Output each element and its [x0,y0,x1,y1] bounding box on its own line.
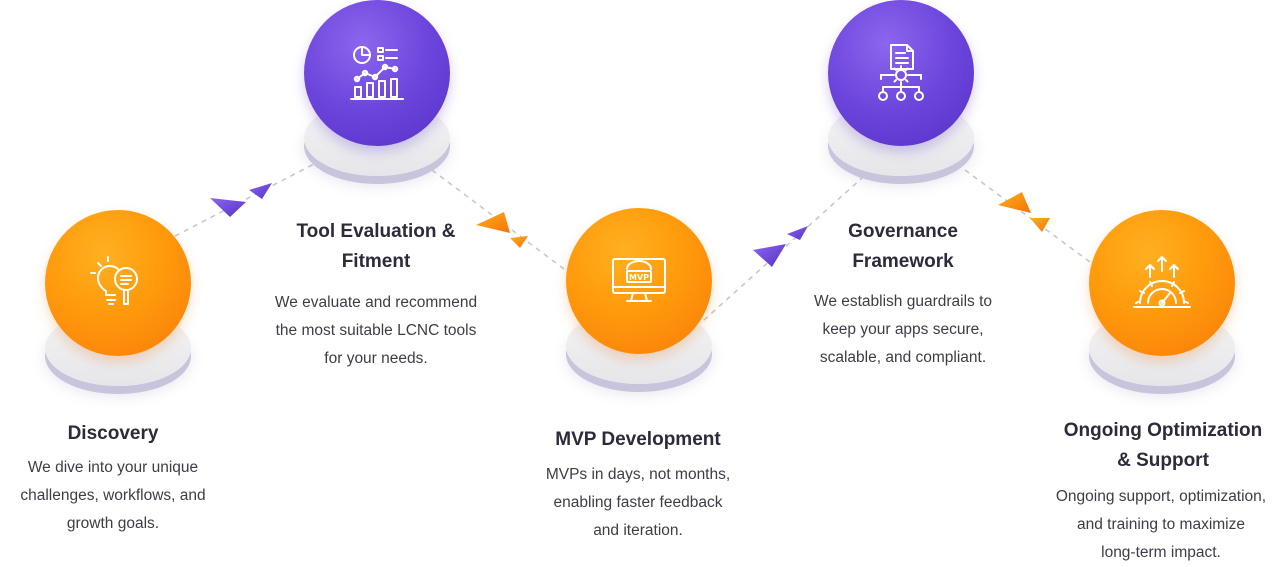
step-description: We dive into your unique challenges, wor… [20,459,206,532]
step-orb [45,210,191,356]
arrow-markers [210,183,1050,267]
arrow-marker [510,236,528,248]
step-description: MVPs in days, not months, enabling faste… [545,466,731,539]
arrow-marker [210,198,246,217]
arrow-marker [787,226,808,240]
step-title: Governance Framework [848,221,958,272]
step-description: Ongoing support, optimization, and train… [1055,488,1267,561]
arrow-marker [998,192,1031,213]
step-description: We evaluate and recommend the most suita… [274,294,478,367]
document-gear-network-icon [878,44,924,101]
connector-1-2 [174,161,319,237]
step-title: Ongoing Optimization & Support [1063,420,1263,471]
mvp-monitor-icon: MVP [612,258,666,302]
step-title: MVP Development [555,429,721,450]
analytics-chart-icon [350,46,404,100]
arrow-marker [249,183,272,199]
arrow-marker [476,212,510,233]
mvp-label: MVP [629,273,649,282]
arrow-marker [1030,218,1050,232]
step-title: Tool Evaluation & Fitment [296,221,456,272]
lightbulb-magnifier-icon [90,256,138,305]
step-orb [828,0,974,146]
step-orb [1089,210,1235,356]
step-description: We establish guardrails to keep your app… [813,293,993,366]
growth-gear-arrows-icon [1133,256,1191,308]
step-orb: MVP [566,208,712,354]
arrow-marker [753,244,786,267]
step-title: Discovery [67,423,159,444]
step-orb [304,0,450,146]
